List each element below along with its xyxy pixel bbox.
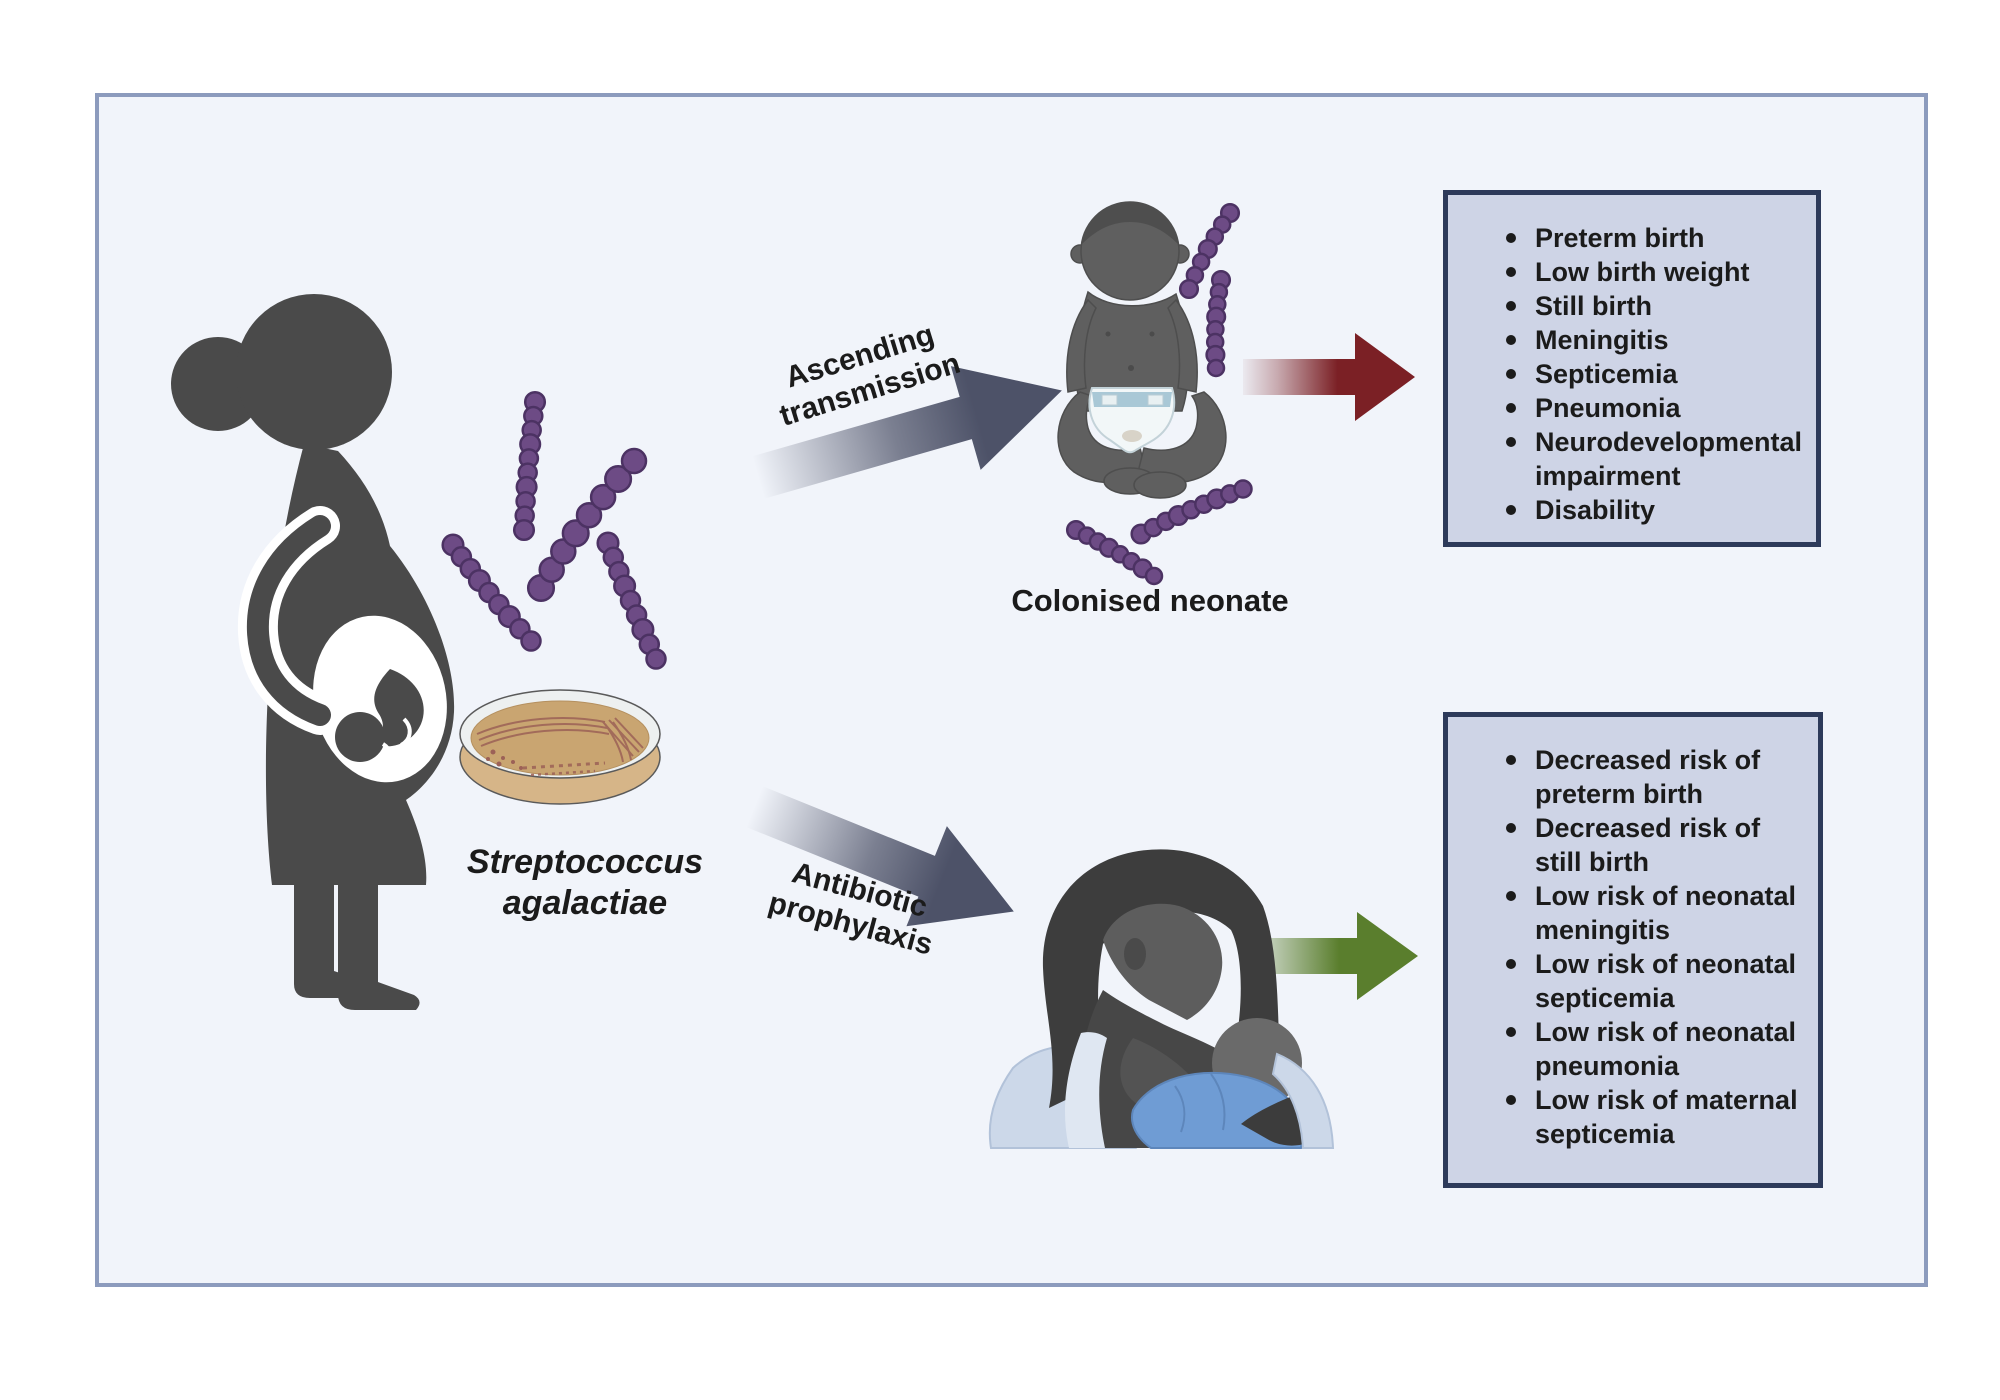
outcome-item: Disability — [1504, 493, 1804, 527]
outcome-item: Decreased risk of still birth — [1504, 811, 1806, 879]
fetus-icon — [335, 669, 424, 762]
adverse-outcome-arrow-icon — [1243, 333, 1415, 421]
mother-face — [1103, 903, 1223, 1020]
outcome-item: Decreased risk of preterm birth — [1504, 743, 1806, 811]
outcome-item: Neurodevelopmental impairment — [1504, 425, 1804, 493]
colonised-neonate-caption: Colonised neonate — [1011, 583, 1289, 618]
outcome-item: Low birth weight — [1504, 255, 1804, 289]
pregnant-woman-icon — [171, 294, 455, 1010]
shawl-edge — [1065, 1032, 1107, 1148]
outcome-item: Low risk of neonatal septicemia — [1504, 947, 1806, 1015]
outcome-item: Meningitis — [1504, 323, 1804, 357]
outcome-item: Low risk of maternal septicemia — [1504, 1083, 1806, 1151]
organism-label: Streptococcus agalactiae — [466, 843, 704, 922]
colonised-neonate-icon — [1057, 201, 1227, 499]
breastfeeding-mother-icon — [988, 849, 1335, 1149]
mother-hair — [1042, 849, 1281, 1108]
shawl-right — [1271, 1052, 1335, 1149]
outcome-item: Still birth — [1504, 289, 1804, 323]
baby-hair — [1082, 202, 1178, 244]
outcome-item: Low risk of neonatal pneumonia — [1504, 1015, 1806, 1083]
protective-outcome-arrow-icon — [1243, 912, 1418, 1000]
transmission-arrow-icon — [752, 366, 1062, 499]
arm-akimbo — [246, 515, 331, 726]
outcome-item: Preterm birth — [1504, 221, 1804, 255]
bacterial-colonies — [486, 749, 523, 770]
outcome-item: Septicemia — [1504, 357, 1804, 391]
outcome-item: Low risk of neonatal meningitis — [1504, 879, 1806, 947]
bacterial-streaks — [476, 717, 644, 777]
outcome-item: Pneumonia — [1504, 391, 1804, 425]
transmission-arrow-icon — [745, 786, 1014, 927]
petri-dish-icon — [459, 689, 661, 805]
